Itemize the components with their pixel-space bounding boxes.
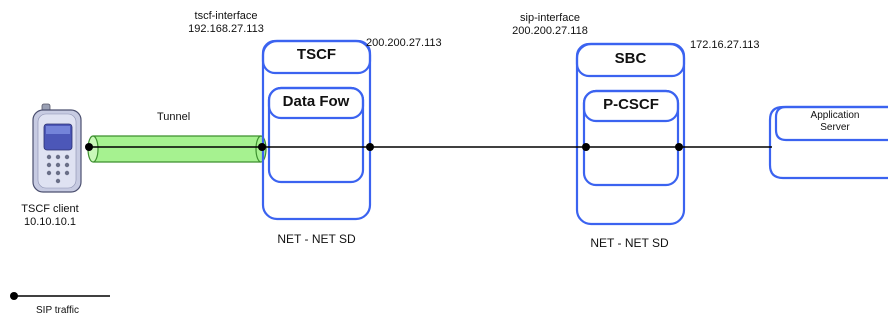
legend-sip-traffic — [10, 292, 110, 300]
data-flow-title: Data Fow — [282, 93, 350, 110]
legend-label: SIP traffic — [36, 305, 79, 316]
sbc-title: SBC — [614, 50, 647, 67]
application-server-box — [768, 105, 888, 180]
sbc-egress-ip: 172.16.27.113 — [690, 39, 760, 51]
sip-endpoint-tscf-egress — [366, 143, 374, 151]
tscf-sd-outer-box — [261, 39, 372, 221]
data-flow-title-box — [267, 86, 365, 120]
sip-endpoint-client — [85, 143, 93, 151]
pcscf-title-box — [582, 89, 680, 123]
application-server-line2: Server — [820, 122, 850, 133]
tscf-title-box — [261, 39, 372, 75]
sip-interface-ip: 200.200.27.118 — [512, 25, 588, 37]
sip-endpoint-sip-interface — [582, 143, 590, 151]
tscf-title: TSCF — [296, 46, 337, 63]
sbc-sd-label: NET - NET SD — [590, 236, 669, 250]
tscf-client-name: TSCF client — [21, 203, 79, 215]
tscf-interface-ip: 192.168.27.113 — [188, 23, 264, 35]
tscf-client-ip: 10.10.10.1 — [24, 216, 76, 228]
tunnel-label: Tunnel — [157, 111, 191, 123]
sbc-sd-outer-box — [575, 42, 686, 226]
sip-interface-name: sip-interface — [520, 12, 580, 24]
mobile-phone-icon — [32, 103, 82, 193]
tscf-egress-ip: 200.200.27.113 — [366, 37, 442, 49]
application-server-title-box — [774, 105, 888, 142]
application-server-line1: Application — [810, 110, 860, 121]
tunnel-pipe — [87, 135, 267, 163]
tscf-client-label: TSCF client 10.10.10.1 — [18, 203, 82, 229]
sip-endpoint-sbc-egress — [675, 143, 683, 151]
tscf-sd-label: NET - NET SD — [277, 232, 356, 246]
sip-endpoint-tscf-interface — [258, 143, 266, 151]
tscf-interface-name: tscf-interface — [194, 10, 258, 22]
tscf-interface-label: tscf-interface 192.168.27.113 — [186, 10, 266, 36]
sbc-title-box — [575, 42, 686, 78]
application-server-label: Application Server — [790, 110, 880, 134]
pcscf-title: P-CSCF — [603, 96, 659, 113]
sip-interface-label: sip-interface 200.200.27.118 — [508, 12, 592, 38]
